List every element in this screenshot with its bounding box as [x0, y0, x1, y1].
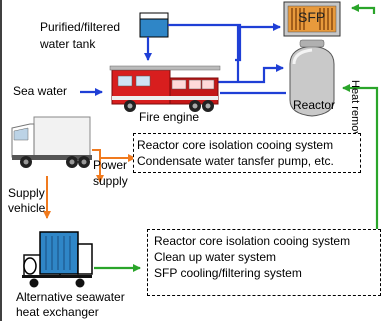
- supply-vehicle-icon: [11, 116, 92, 168]
- heat-exchanger-label-line1: Alternative seawater: [16, 290, 125, 304]
- reactor-label: Reactor: [293, 98, 336, 112]
- tank-label-line2: water tank: [40, 37, 96, 51]
- systems-box-lower-line1: Reactor core isolation cooing system: [154, 234, 351, 248]
- water-tank-icon: [139, 12, 169, 38]
- sfp-pool-icon: [283, 1, 341, 37]
- systems-box-lower-line2: Clean up water system: [154, 250, 277, 264]
- systems-box-lower-line3: SFP cooling/filtering system: [154, 266, 302, 280]
- supply-vehicle-label-line1: Supply: [8, 186, 45, 200]
- fire-engine-label: Fire engine: [139, 110, 200, 124]
- sea-water-label: Sea water: [13, 84, 68, 98]
- heat-exchanger-label-line2: heat exchanger: [16, 305, 99, 319]
- tank-label-line1: Purified/filtered: [40, 20, 121, 34]
- power-supply-label-line1: Power: [93, 158, 128, 172]
- systems-box-upper-line2: Condensate water tansfer pump, etc.: [137, 154, 334, 168]
- power-supply-lines: [43, 149, 136, 219]
- systems-box-upper-line1: Reactor core isolation cooing system: [137, 138, 334, 152]
- heat-removal-lines: [94, 4, 379, 296]
- sfp-label: SFP: [298, 9, 326, 25]
- heat-exchanger-icon: [22, 231, 93, 288]
- systems-box-lower: Reactor core isolation cooing system Cle…: [147, 229, 381, 296]
- power-supply-label-line2: supply: [93, 174, 128, 188]
- fire-engine-icon: [109, 65, 221, 112]
- reactor-vessel-icon: [289, 39, 335, 117]
- water-flow-lines: [80, 23, 286, 96]
- systems-box-upper: Reactor core isolation cooing system Con…: [133, 133, 361, 173]
- supply-vehicle-label-line2: vehicle: [8, 201, 46, 215]
